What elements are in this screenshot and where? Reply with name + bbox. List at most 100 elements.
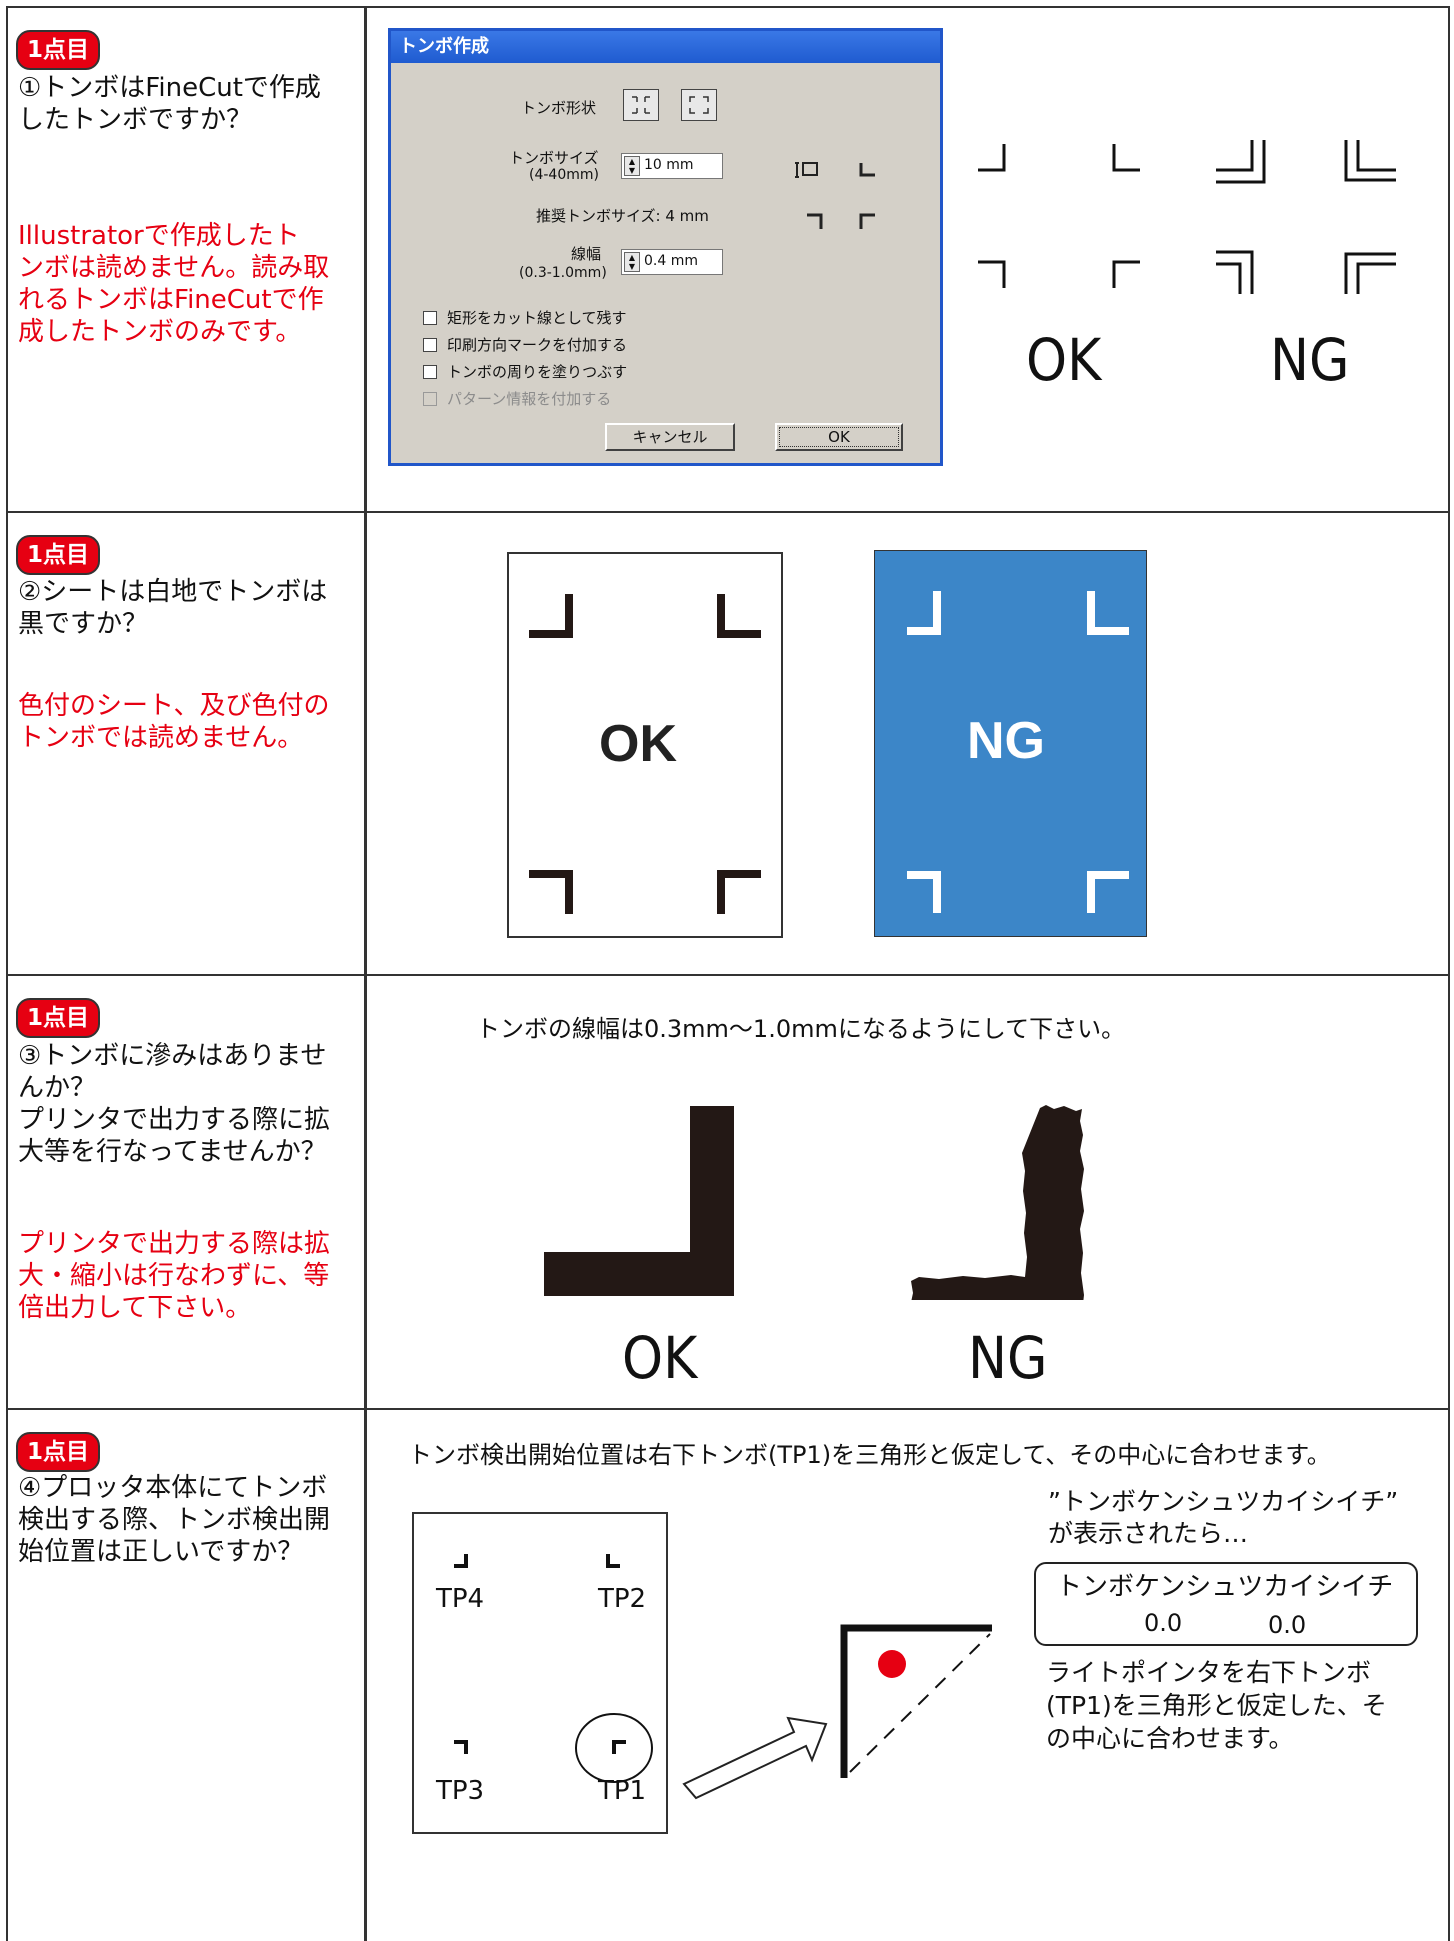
row4-question-line3: 始位置は正しいですか？ <box>18 1537 304 1567</box>
row1-answer-line1: Illustratorで作成したト <box>18 221 300 251</box>
row2-badge: 1点目 <box>16 535 100 575</box>
mark-size-spinner-icon[interactable]: ▲▼ <box>624 156 640 176</box>
ok-crisp-mark <box>544 1106 734 1296</box>
row4-question-line2: 検出する際、トンボ検出開 <box>18 1505 331 1535</box>
instruction-line1: ライトポインタを右下トンボ <box>1046 1658 1372 1687</box>
instruction-line3: の中心に合わせます。 <box>1046 1724 1294 1753</box>
row1-answer: Illustratorで作成したト ンボは読めません。読み取 れるトンボはFin… <box>18 220 329 348</box>
checkbox-fill-around-label: トンボの周りを塗りつぶす <box>447 363 628 381</box>
lcd-value-1: 0.0 <box>1144 1609 1183 1637</box>
ok-sheet-label: OK <box>599 715 677 773</box>
instruction-line2: (TP1)を三角形と仮定した、そ <box>1046 1691 1387 1720</box>
tp1-label: TP1 <box>598 1776 647 1806</box>
pointer-dot-icon <box>878 1650 906 1678</box>
display-intro-line2: が表示されたら… <box>1048 1519 1249 1548</box>
row3-question-line2: んか？ <box>18 1073 97 1103</box>
table-border-top <box>6 6 1450 8</box>
table-border-left <box>6 6 8 1941</box>
row4-question: ④プロッタ本体にてトンボ 検出する際、トンボ検出開 始位置は正しいですか？ <box>18 1472 330 1568</box>
row2-answer-line2: トンボでは読めません。 <box>18 723 304 753</box>
mark-size-label: トンボサイズ <box>509 149 599 167</box>
row1-answer-line3: れるトンボはFineCutで作 <box>18 285 324 315</box>
row4-question-line1: ④プロッタ本体にてトンボ <box>18 1473 328 1503</box>
checkbox-pattern-info <box>423 392 437 406</box>
ok-button[interactable]: OK <box>775 423 903 451</box>
row4-badge: 1点目 <box>16 1432 100 1472</box>
line-width-label: 線幅 <box>571 245 602 263</box>
lcd-display: トンボケンシュツカイシイチ 0.0 0.0 <box>1034 1562 1418 1646</box>
row1-question: ①トンボはFineCutで作成 したトンボですか？ <box>18 72 321 136</box>
ok-white-sheet: OK <box>507 552 783 938</box>
shape-option-inner-icon[interactable] <box>623 89 659 121</box>
ng-sheet-marks <box>907 591 1129 913</box>
tp-sheet: TP4 TP2 TP3 TP1 <box>412 1512 668 1834</box>
instruction: ライトポインタを右下トンボ (TP1)を三角形と仮定した、そ の中心に合わせます… <box>1046 1656 1387 1755</box>
row2-question: ②シートは白地でトンボは 黒ですか？ <box>18 576 327 640</box>
row3-answer-line2: 大・縮小は行なわずに、等 <box>18 1261 330 1291</box>
checkbox-print-direction[interactable] <box>423 338 437 352</box>
row1-question-line1: ①トンボはFineCutで作成 <box>18 73 321 103</box>
row2-question-line2: 黒ですか？ <box>18 609 149 639</box>
row1-answer-line4: 成したトンボのみです。 <box>18 317 302 347</box>
table-column-divider <box>364 6 367 1941</box>
row1-badge: 1点目 <box>16 30 100 70</box>
mark-size-range: (4-40mm) <box>529 167 599 183</box>
ok-sheet-marks <box>529 594 761 914</box>
ng-sheet-label: NG <box>967 712 1045 770</box>
lcd-value-2: 0.0 <box>1268 1611 1307 1639</box>
dialog-title: トンボ作成 <box>391 31 940 63</box>
line-width-input[interactable]: ▲▼ 0.4 mm <box>621 249 723 275</box>
ng-blurred-mark <box>911 1105 1084 1300</box>
row3-line-width-note: トンボの線幅は0.3mm〜1.0mmになるようにして下さい。 <box>476 1015 1126 1043</box>
ng-colored-sheet: NG <box>874 550 1147 937</box>
row2-question-line1: ②シートは白地でトンボは <box>18 577 328 607</box>
row1-ng-label: NG <box>1270 326 1350 394</box>
register-mark-dialog: トンボ作成 トンボ形状 トンボサイズ (4-40mm) ▲▼ 10 mm 推奨ト… <box>388 28 943 466</box>
row-divider-2 <box>6 974 1450 976</box>
checkbox-fill-around[interactable] <box>423 365 437 379</box>
row1-answer-line2: ンボは読めません。読み取 <box>18 253 330 283</box>
display-intro: ”トンボケンシュツカイシイチ” が表示されたら… <box>1048 1486 1398 1550</box>
row-divider-3 <box>6 1408 1450 1410</box>
tp3-label: TP3 <box>436 1776 485 1806</box>
table-border-right <box>1448 6 1450 1941</box>
checkbox-print-direction-label: 印刷方向マークを付加する <box>447 336 628 354</box>
row1-question-line2: したトンボですか？ <box>18 105 253 135</box>
row3-question-line4: 大等を行なってませんか？ <box>18 1137 327 1167</box>
row2-answer-line1: 色付のシート、及び色付の <box>18 691 330 721</box>
mark-size-value: 10 mm <box>644 157 694 173</box>
row3-ng-label: NG <box>968 1324 1048 1392</box>
tp2-label: TP2 <box>598 1584 647 1614</box>
cancel-button[interactable]: キャンセル <box>605 423 735 451</box>
tp4-label: TP4 <box>436 1584 485 1614</box>
row-divider-1 <box>6 511 1450 513</box>
row3-answer-line1: プリンタで出力する際は拡 <box>18 1229 331 1259</box>
display-intro-line1: ”トンボケンシュツカイシイチ” <box>1048 1487 1399 1516</box>
row1-ok-marks <box>978 144 1140 288</box>
line-width-spinner-icon[interactable]: ▲▼ <box>624 252 640 272</box>
recommended-size: 推奨トンボサイズ: 4 mm <box>536 207 709 225</box>
line-width-range: (0.3-1.0mm) <box>519 265 607 281</box>
tp1-triangle-detail <box>840 1624 992 1778</box>
row3-badge: 1点目 <box>16 998 100 1038</box>
row3-question: ③トンボに滲みはありませ んか？ プリンタで出力する際に拡 大等を行なってません… <box>18 1040 330 1168</box>
checkbox-pattern-info-label: パターン情報を付加する <box>447 390 612 408</box>
mark-size-input[interactable]: ▲▼ 10 mm <box>621 153 723 179</box>
row2-answer: 色付のシート、及び色付の トンボでは読めません。 <box>18 690 329 754</box>
row1-ng-marks <box>1216 140 1396 294</box>
row3-ok-label: OK <box>622 1324 698 1392</box>
shape-option-outer-icon[interactable] <box>681 89 717 121</box>
tp-sheet-marks <box>454 1554 653 1783</box>
line-width-value: 0.4 mm <box>644 253 698 269</box>
row3-question-line1: ③トンボに滲みはありませ <box>18 1041 327 1071</box>
checkbox-keep-rect-label: 矩形をカット線として残す <box>447 309 627 327</box>
mark-preview-icon <box>795 162 875 229</box>
lcd-title: トンボケンシュツカイシイチ <box>1056 1572 1394 1602</box>
row1-ok-label: OK <box>1026 326 1102 394</box>
row3-question-line3: プリンタで出力する際に拡 <box>18 1105 331 1135</box>
zoom-arrow-icon <box>682 1716 828 1800</box>
row3-answer-line3: 倍出力して下さい。 <box>18 1293 252 1323</box>
row4-detection-note: トンボ検出開始位置は右下トンボ(TP1)を三角形と仮定して、その中心に合わせます… <box>408 1441 1331 1469</box>
checkbox-keep-rect[interactable] <box>423 311 437 325</box>
row3-answer: プリンタで出力する際は拡 大・縮小は行なわずに、等 倍出力して下さい。 <box>18 1228 330 1324</box>
